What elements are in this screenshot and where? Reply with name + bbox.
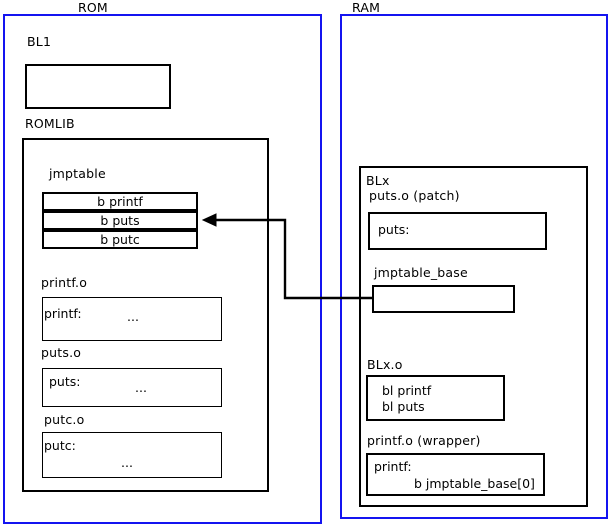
patch-label: puts.o (patch) bbox=[369, 188, 460, 203]
wrapper-instruction: b jmptable_base[0] bbox=[414, 476, 535, 491]
puts-o-box: puts: ... bbox=[42, 368, 222, 407]
rom-region-label: ROM bbox=[78, 0, 108, 15]
jmptable-base-box bbox=[372, 285, 515, 313]
blx-o-line1: bl printf bbox=[382, 383, 432, 398]
bl1-box bbox=[25, 64, 171, 109]
puts-o-symbol: puts: bbox=[49, 374, 81, 389]
putc-o-body: ... bbox=[121, 455, 133, 470]
printf-o-symbol: printf: bbox=[44, 306, 82, 321]
patch-box: puts: bbox=[368, 212, 547, 250]
puts-o-label: puts.o bbox=[41, 345, 82, 360]
jmptable-base-label: jmptable_base bbox=[374, 265, 468, 280]
jmptable-entry-puts: b puts bbox=[42, 211, 198, 230]
putc-o-box: putc: ... bbox=[42, 432, 222, 478]
jmptable-entry-putc: b putc bbox=[42, 230, 198, 249]
printf-o-box: printf: ... bbox=[42, 297, 222, 341]
wrapper-box: printf: b jmptable_base[0] bbox=[366, 453, 545, 496]
wrapper-symbol: printf: bbox=[374, 459, 412, 474]
romlib-label: ROMLIB bbox=[25, 116, 75, 131]
puts-o-body: ... bbox=[135, 380, 147, 395]
wrapper-label: printf.o (wrapper) bbox=[367, 433, 481, 448]
patch-symbol: puts: bbox=[378, 222, 410, 237]
bl1-label: BL1 bbox=[27, 34, 52, 49]
jmptable-label: jmptable bbox=[49, 166, 106, 181]
blx-label: BLx bbox=[366, 173, 390, 188]
ram-region-label: RAM bbox=[352, 0, 381, 15]
blx-o-box: bl printf bl puts bbox=[366, 375, 505, 421]
putc-o-symbol: putc: bbox=[44, 438, 76, 453]
jmptable-entry-printf: b printf bbox=[42, 192, 198, 211]
putc-o-label: putc.o bbox=[44, 412, 85, 427]
blx-o-line2: bl puts bbox=[382, 399, 425, 414]
printf-o-body: ... bbox=[127, 309, 139, 324]
printf-o-label: printf.o bbox=[41, 275, 88, 290]
blx-o-label: BLx.o bbox=[367, 357, 403, 372]
